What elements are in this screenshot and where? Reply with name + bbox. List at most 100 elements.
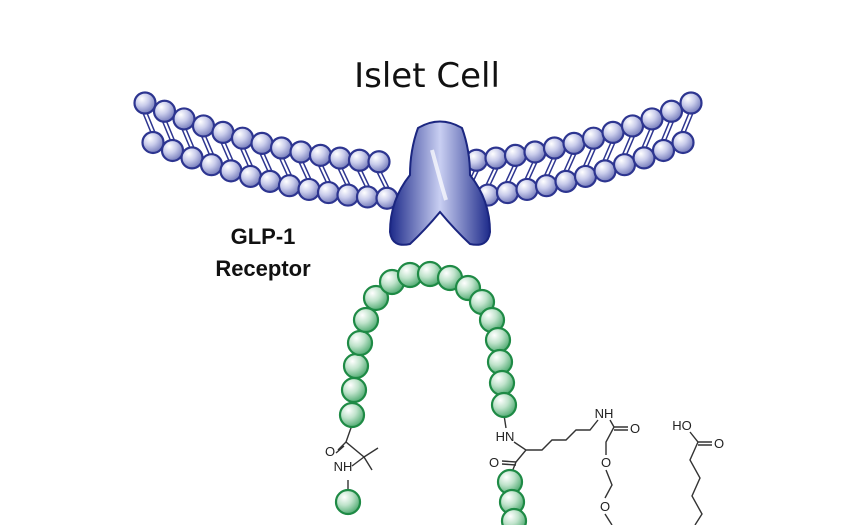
lipid-head-upper (133, 91, 157, 115)
lipid-head-lower (160, 138, 185, 163)
lipid-tail (356, 169, 367, 188)
lipid-tail (337, 167, 347, 186)
lipid-tail (317, 165, 328, 183)
lipid-head-lower (316, 180, 341, 205)
lipid-tail (606, 142, 616, 162)
lipid-head-upper (542, 136, 567, 160)
lipid-tail (282, 157, 293, 177)
lipid-head-lower (297, 177, 321, 202)
lipid-head-lower (632, 146, 656, 170)
lipid-head-upper (659, 99, 684, 123)
lipid-head-lower (612, 153, 637, 177)
lipid-head-upper (523, 140, 547, 164)
lipid-tail (185, 128, 195, 149)
lipid-head-upper (328, 146, 352, 170)
amino-acid-residue (362, 284, 390, 312)
lipid-head-lower (277, 174, 302, 198)
lipid-head-lower (495, 180, 520, 205)
lipid-head-upper (191, 114, 216, 138)
atom-o: O (630, 421, 640, 436)
diagram-title: Islet Cell (354, 56, 500, 96)
lipid-tail (239, 147, 250, 167)
lipid-tail (602, 142, 612, 162)
lipid-tail (302, 161, 312, 180)
receptor-label-line1: GLP-1 (231, 224, 296, 249)
chemical-bonds (335, 414, 712, 525)
lipid-head-lower (554, 169, 578, 193)
lipid-head-upper (581, 126, 606, 150)
atom-labels: O HN HN O NH O O O HO O (325, 406, 724, 514)
lipid-tail (567, 153, 577, 172)
lipid-tail (161, 120, 172, 141)
lipid-tail (360, 169, 371, 188)
atom-o: O (489, 455, 499, 470)
lipid-head-upper (172, 107, 196, 131)
glp1-peptide-chain (334, 260, 528, 525)
lipid-head-upper (367, 150, 391, 174)
atom-o: O (714, 436, 724, 451)
lipid-tail (146, 112, 156, 133)
lipid-tail (259, 153, 269, 172)
lipid-head-lower (180, 146, 204, 170)
amino-acid-residue (342, 352, 370, 380)
lipid-head-upper (503, 143, 528, 167)
lipid-tail (586, 147, 597, 167)
lipid-head-upper (484, 146, 508, 170)
lipid-tail (278, 157, 289, 177)
lipid-head-lower (219, 159, 243, 183)
lipid-head-lower (593, 159, 617, 183)
lipid-tail (489, 167, 499, 186)
lipid-tail (504, 165, 515, 183)
glp1-receptor (388, 120, 492, 246)
lipid-head-lower (515, 177, 539, 202)
lipid-tail (641, 128, 651, 149)
lipid-tail (563, 153, 573, 172)
lipid-tail (524, 161, 534, 180)
lipid-tail (200, 135, 211, 155)
lipid-head-upper (679, 91, 703, 115)
lipid-head-lower (258, 169, 282, 193)
amino-acid-residue (334, 488, 362, 516)
lipid-head-upper (152, 99, 177, 123)
lipid-head-lower (238, 164, 263, 189)
atom-hn: HN (496, 429, 515, 444)
lipid-tail (298, 161, 308, 180)
lipid-tail (142, 112, 152, 133)
lipid-head-upper (289, 140, 313, 164)
lipid-tail (528, 161, 538, 180)
lipid-tail (582, 147, 593, 167)
atom-hn: HN (334, 459, 353, 474)
lipid-tail (547, 157, 558, 177)
lipid-tail (220, 142, 230, 162)
lipid-head-upper (640, 107, 664, 131)
lipid-tail (664, 120, 675, 141)
amino-acid-residue (346, 329, 374, 357)
lipid-tail (321, 165, 332, 183)
lipid-head-upper (601, 120, 625, 144)
lipid-tail (680, 112, 690, 133)
lipid-head-upper (620, 114, 645, 138)
lipid-tail (181, 128, 191, 149)
lipid-tail (243, 147, 254, 167)
lipid-head-upper (308, 143, 333, 167)
lipid-tail (263, 153, 273, 172)
amino-acid-residue (488, 369, 516, 397)
amino-acid-residue (490, 391, 518, 419)
lipid-head-lower (651, 138, 676, 163)
amino-acid-residue (338, 401, 366, 429)
lipid-tail (625, 135, 636, 155)
atom-nh: NH (595, 406, 614, 421)
lipid-tail (376, 171, 386, 189)
lipid-tail (380, 171, 390, 189)
receptor-label-line2: Receptor (215, 256, 311, 281)
lipid-head-upper (211, 120, 235, 144)
lipid-head-upper (269, 136, 294, 160)
lipid-tail (508, 165, 519, 183)
lipid-head-lower (199, 153, 224, 177)
amino-acid-residue (500, 507, 528, 525)
lipid-tail (341, 167, 351, 186)
lipid-tail (204, 135, 215, 155)
lipid-tail (621, 135, 632, 155)
atom-o: O (600, 499, 610, 514)
